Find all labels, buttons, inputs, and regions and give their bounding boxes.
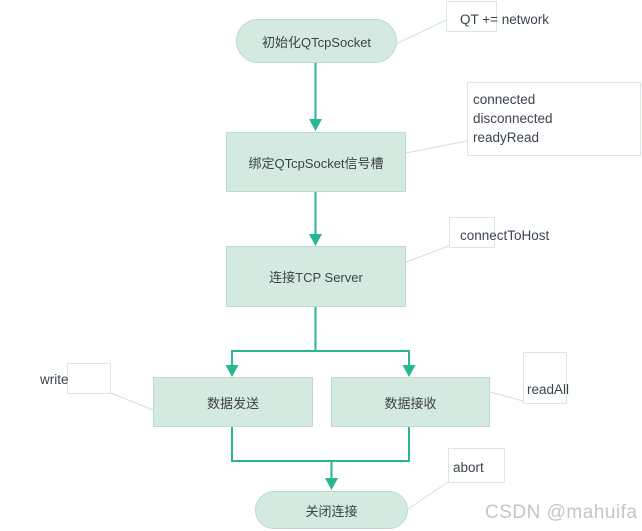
annotation-label-connected: connected — [473, 92, 536, 107]
annotation-box-read-all — [523, 352, 567, 404]
arrowhead-merge-to-close — [325, 478, 338, 490]
node-close-connection: 关闭连接 — [255, 491, 408, 529]
annotation-box-abort — [448, 448, 505, 483]
branch-split-line — [231, 307, 410, 352]
annotation-box-write — [67, 363, 111, 394]
leader-qt-network — [395, 19, 447, 45]
arrowhead-split-to-recv — [402, 365, 416, 377]
node-connect-tcp-server: 连接TCP Server — [226, 246, 406, 307]
annotation-box-connect-to-host — [449, 217, 495, 248]
arrowhead-bind-to-connect — [309, 234, 322, 246]
arrowhead-init-to-bind — [309, 119, 322, 131]
leader-connect-to-host — [405, 245, 450, 263]
watermark-csdn: CSDN @mahuifa — [485, 502, 638, 523]
annotation-label-abort: abort — [453, 460, 484, 475]
annotation-label-qt-network: QT += network — [460, 12, 550, 27]
arrowhead-split-to-send — [225, 365, 239, 377]
branch-merge-line — [231, 427, 410, 478]
leader-read-all — [489, 391, 524, 402]
leader-signal-slots — [405, 140, 468, 154]
node-data-send: 数据发送 — [153, 377, 313, 427]
annotation-label-write: write — [40, 372, 69, 387]
node-bind-signal-slots: 绑定QTcpSocket信号槽 — [226, 132, 406, 192]
annotation-box-signal-slots — [467, 82, 641, 156]
annotation-label-readyread: readyRead — [473, 130, 540, 145]
annotation-label-connect-to-host: connectToHost — [460, 228, 550, 243]
annotation-box-qt-network — [446, 1, 497, 32]
annotation-label-read-all: readAll — [527, 382, 570, 397]
leader-abort — [407, 481, 449, 510]
annotation-label-disconnected: disconnected — [473, 111, 553, 126]
node-data-receive: 数据接收 — [331, 377, 490, 427]
leader-write — [110, 392, 154, 411]
node-init-qtcpsocket: 初始化QTcpSocket — [236, 19, 397, 63]
